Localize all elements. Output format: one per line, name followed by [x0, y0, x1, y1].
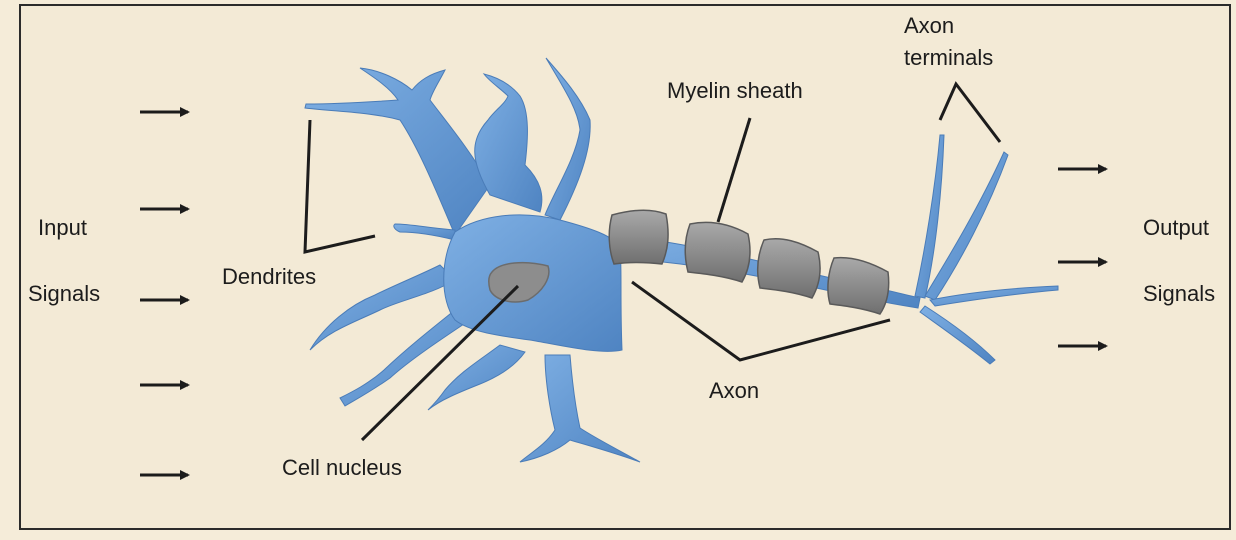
output-label-line1: Output	[1143, 215, 1210, 240]
axon-terminal-1	[914, 134, 945, 299]
dendrite-lower-left	[309, 264, 456, 351]
axon-terminals-leader-line	[938, 81, 1002, 143]
diagram-frame	[19, 4, 1231, 530]
myelin-leader-line	[716, 117, 752, 223]
axon-terminal-3	[929, 285, 1059, 307]
leader-lines	[303, 81, 1002, 442]
axon-leader-line	[631, 280, 891, 362]
cell-nucleus	[487, 261, 550, 303]
dendrite-upper-left	[304, 67, 491, 237]
axon-terminal-4	[919, 305, 996, 365]
dendrite-upper-right	[544, 57, 591, 221]
dendrite-lower-center	[427, 344, 526, 411]
dendrites-label: Dendrites	[222, 264, 317, 289]
input-label-line1: Input	[38, 215, 87, 240]
dendrites-leader-line	[303, 119, 376, 254]
dendrite-left-hook	[393, 223, 456, 241]
output-label-line2: Signals	[1143, 281, 1216, 306]
myelin-sheath-3	[756, 238, 821, 299]
dendrite-lower-mid	[339, 309, 471, 407]
dendrite-upper-middle	[474, 73, 543, 213]
nucleus-leader-line	[360, 284, 520, 442]
myelin-sheath-label: Myelin sheath	[667, 78, 803, 103]
neuron	[304, 57, 1059, 463]
axon-terminals-label-line1: Axon	[904, 13, 955, 38]
input-label-line2: Signals	[28, 281, 101, 306]
myelin-sheath-1	[608, 209, 669, 265]
input-arrows	[140, 107, 190, 480]
axon-label: Axon	[709, 378, 760, 403]
dendrite-lower-right	[519, 354, 641, 463]
axon-terminal-2	[924, 151, 1009, 301]
axon-terminals-label-line2: terminals	[904, 45, 994, 70]
cell-nucleus-label: Cell nucleus	[282, 455, 402, 480]
myelin-sheath-4	[827, 256, 890, 315]
myelin-sheaths	[608, 209, 890, 315]
output-arrows	[1058, 164, 1108, 351]
myelin-sheath-2	[684, 221, 751, 283]
